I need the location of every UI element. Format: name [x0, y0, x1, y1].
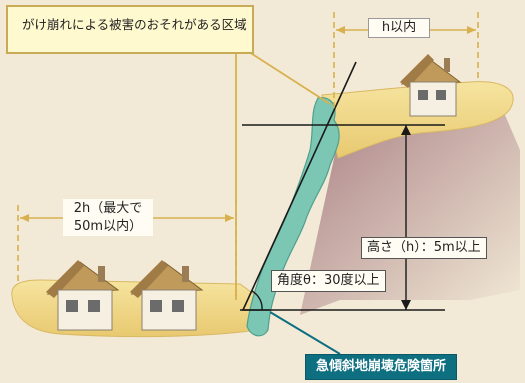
- house-icon-upper: [400, 54, 462, 117]
- height-arrow-bottom: [401, 300, 411, 310]
- hazard-area-callout-text: がけ崩れによる被害のおそれがある区域: [22, 17, 247, 32]
- top-distance-label: h以内: [368, 18, 430, 38]
- angle-arc: [251, 290, 263, 311]
- angle-label: 角度θ：30度以上: [271, 270, 386, 292]
- left-distance-label: 2h（最大で50m以内）: [63, 199, 153, 237]
- house-icon-lower-right: [130, 260, 204, 331]
- steep-slope-zone-badge: 急傾斜地崩壊危険箇所: [305, 354, 458, 380]
- cliff-shadow: [300, 115, 520, 315]
- steep-slope-band: [246, 97, 340, 337]
- slope-line: [242, 61, 357, 311]
- upper-plateau: [321, 81, 514, 159]
- height-label: 高さ（h）：5m以上: [361, 237, 487, 259]
- height-arrow-top: [401, 125, 411, 135]
- hazard-area-callout: がけ崩れによる被害のおそれがある区域: [6, 5, 254, 54]
- house-icon-lower-left: [46, 260, 120, 331]
